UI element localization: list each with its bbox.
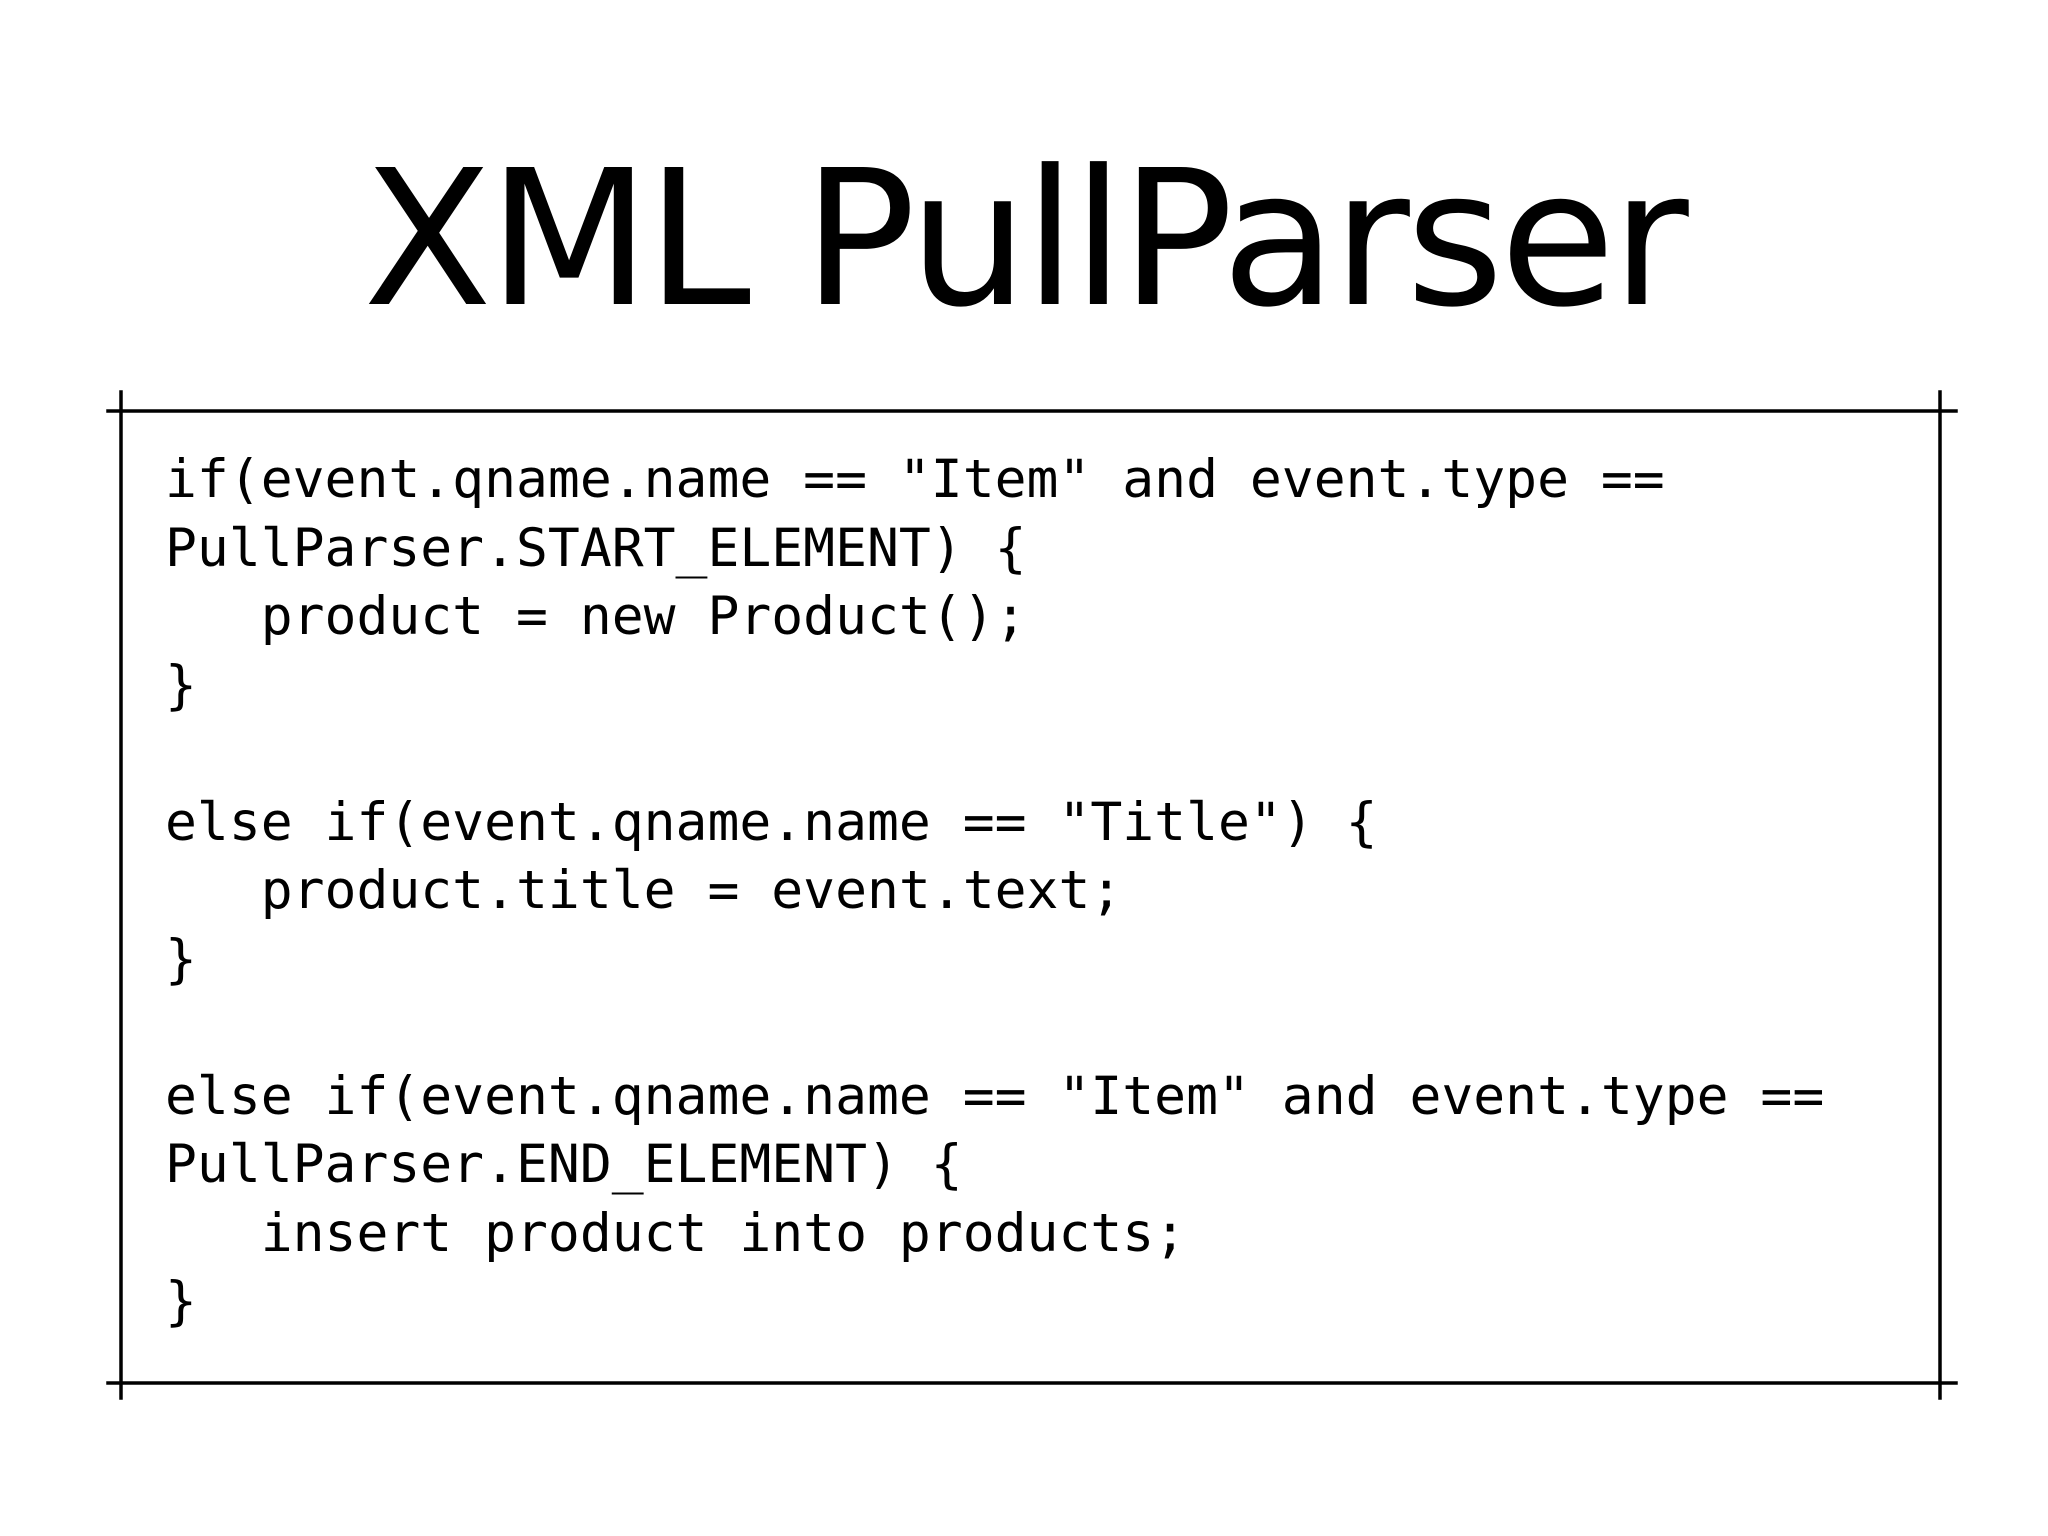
code-line: } bbox=[165, 1271, 197, 1332]
code-line: else if(event.qname.name == "Item" and e… bbox=[165, 1065, 1825, 1127]
code-line: PullParser.END_ELEMENT) { bbox=[165, 1134, 963, 1195]
slide-title: XML PullParser bbox=[363, 130, 1689, 349]
code-line: else if(event.qname.name == "Title") { bbox=[165, 791, 1378, 853]
code-line: if(event.qname.name == "Item" and event.… bbox=[165, 449, 1665, 510]
code-line: } bbox=[165, 928, 197, 990]
code-line: product = new Product(); bbox=[165, 586, 1027, 647]
code-line: PullParser.START_ELEMENT) { bbox=[165, 517, 1027, 579]
code-line bbox=[165, 994, 1925, 1063]
code-line bbox=[165, 720, 1925, 789]
code-block: if(event.qname.name == "Item" and event.… bbox=[165, 446, 1925, 1337]
code-line: product.title = event.text; bbox=[165, 860, 1123, 921]
code-line: insert product into products; bbox=[165, 1202, 1187, 1264]
code-line: } bbox=[165, 654, 197, 716]
